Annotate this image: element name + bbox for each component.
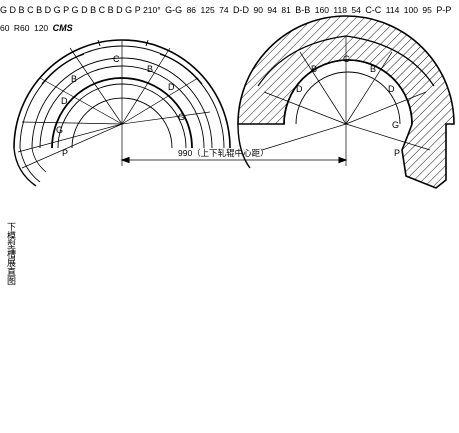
section-b-b-text: B-B 160 118 54 bbox=[295, 0, 365, 17]
section-title: G-G bbox=[165, 5, 183, 15]
label-b: B bbox=[311, 64, 317, 74]
dim-side: 94 bbox=[267, 5, 277, 15]
section-g-g-text: G-G 86 125 74 bbox=[165, 0, 233, 17]
section-p-p-text: P-P 60 R60 120 bbox=[0, 0, 451, 35]
right-roll-view bbox=[237, 15, 455, 189]
tick-label: D bbox=[116, 5, 123, 15]
dim-inner: 74 bbox=[219, 5, 229, 15]
tick-label: B bbox=[90, 5, 97, 15]
tick-label: G bbox=[125, 5, 133, 15]
watermark-text: CMS bbox=[52, 23, 73, 33]
dim-top: 86 bbox=[186, 5, 197, 15]
tick-label: P bbox=[134, 5, 141, 15]
tick-label: D bbox=[81, 5, 88, 15]
left-roll-view bbox=[13, 39, 231, 169]
dim-side: 120 bbox=[33, 23, 49, 33]
developed-bottom-ticks: G D B C B D G P bbox=[72, 5, 144, 15]
section-c-c-text: C-C 114 100 95 bbox=[365, 0, 436, 17]
label-d: D bbox=[296, 84, 303, 94]
label-g: G bbox=[56, 125, 63, 135]
section-title: P-P bbox=[436, 5, 452, 15]
tick-label: G bbox=[53, 5, 61, 15]
label-b: B bbox=[370, 64, 376, 74]
label-p: P bbox=[62, 148, 68, 158]
left-roll-lower bbox=[13, 147, 47, 187]
center-distance-dimension bbox=[120, 124, 348, 166]
tick-label: D bbox=[9, 5, 17, 15]
tick-label: C bbox=[27, 5, 34, 15]
dim-top: 90 bbox=[253, 5, 263, 15]
label-b: B bbox=[71, 74, 77, 84]
dim-radius: R60 bbox=[13, 23, 30, 33]
label-b: B bbox=[147, 64, 153, 74]
tick-label: D bbox=[44, 5, 52, 15]
dim-top: 60 bbox=[0, 23, 10, 33]
dim-side: 118 bbox=[333, 5, 347, 15]
label-g: G bbox=[392, 120, 399, 130]
dim-side: 100 bbox=[403, 5, 418, 15]
section-title: C-C bbox=[365, 5, 382, 15]
dim-bottom: 54 bbox=[351, 5, 361, 15]
dim-side: 125 bbox=[200, 5, 215, 15]
tick-label: B bbox=[36, 5, 43, 15]
label-g: G bbox=[178, 112, 185, 122]
cms-watermark-logo: CMS bbox=[53, 18, 73, 35]
right-roll-labels: C B D B D G P bbox=[296, 54, 400, 158]
section-title: D-D bbox=[233, 5, 250, 15]
label-d: D bbox=[168, 82, 175, 92]
developed-top-ticks: G D B C B D G P bbox=[0, 5, 72, 15]
tick-label: C bbox=[98, 5, 106, 15]
label-d: D bbox=[61, 96, 68, 106]
tick-label: G bbox=[71, 5, 79, 15]
tick-label: B bbox=[107, 5, 114, 15]
dim-top: 114 bbox=[385, 5, 400, 15]
dim-bottom: 81 bbox=[281, 5, 291, 15]
section-title: B-B bbox=[295, 5, 311, 15]
tick-label: G bbox=[0, 5, 8, 15]
label-p: P bbox=[394, 148, 400, 158]
tick-label: B bbox=[18, 5, 25, 15]
tick-label: P bbox=[63, 5, 70, 15]
angle-label: 210° bbox=[143, 5, 161, 15]
dim-top: 160 bbox=[314, 5, 329, 15]
dim-bottom: 95 bbox=[422, 5, 432, 15]
developed-view-title: 下模型槽展直图 bbox=[6, 222, 16, 285]
label-c: C bbox=[343, 54, 350, 64]
left-roll-labels: C B D G B D G P bbox=[56, 54, 185, 158]
label-c: C bbox=[113, 54, 120, 64]
center-distance-label: 990（上下轧辊中心距） bbox=[178, 148, 269, 158]
label-d: D bbox=[388, 84, 395, 94]
section-d-d-text: D-D 90 94 81 bbox=[233, 0, 295, 17]
